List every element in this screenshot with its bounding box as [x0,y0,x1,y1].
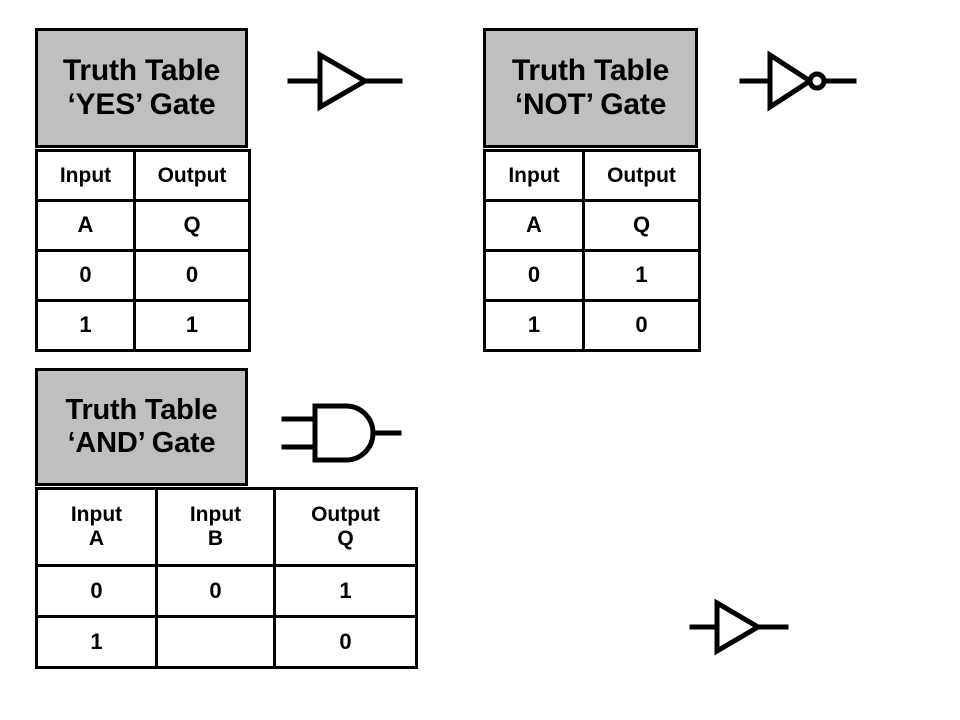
column-header-input-b-signal: B [207,527,224,550]
table-row-header: Input Output [483,149,701,202]
cell-output-q: 0 [273,615,418,669]
signal-label-q: Q [582,199,701,252]
truth-table-not-title: Truth Table ‘NOT’ Gate [483,28,698,148]
cell-output-q: 1 [582,249,701,302]
table-row-signals: A Q [483,199,701,252]
cell-input-a: 0 [35,564,158,618]
signal-label-a: A [35,199,136,252]
signal-label-a: A [483,199,585,252]
truth-table-not-title-line1: Truth Table [511,53,670,87]
truth-table-and-title-line2: ‘AND’ Gate [67,427,216,459]
truth-table-yes-title-line2: ‘YES’ Gate [67,88,216,121]
signal-label-q: Q [133,199,251,252]
truth-table-and-title-line1: Truth Table [65,393,218,426]
column-header-input-a-label: Input [70,503,123,527]
truth-table-and-grid: Input A Input B Output Q 0 0 1 [35,487,418,669]
column-header-output-q-signal: Q [337,527,354,550]
cell-input-b: 0 [155,564,276,618]
cell-input-a: 1 [483,299,585,352]
table-row: 0 1 [483,249,701,302]
column-header-output-q: Output [582,149,701,202]
column-header-input-b: Input B [155,487,276,567]
truth-table-not-grid: Input Output A Q 0 1 1 0 [483,149,701,352]
buffer-gate-symbol [287,50,406,112]
cell-output-q: 0 [133,249,251,302]
cell-output-q: 1 [273,564,418,618]
table-row: 1 0 [35,615,418,669]
table-row-signals: A Q [35,199,251,252]
column-header-input-a: Input A [35,487,158,567]
and-gate-symbol [281,402,402,464]
truth-table-and-title: Truth Table ‘AND’ Gate [35,368,248,486]
column-header-input-a-signal: A [88,527,105,550]
table-row: 0 0 1 [35,564,418,618]
cell-input-a: 1 [35,615,158,669]
column-header-output-q: Output [133,149,251,202]
cell-input-a: 0 [35,249,136,302]
table-row: 1 1 [35,299,251,352]
table-row: 0 0 [35,249,251,302]
truth-table-yes-title-line1: Truth Table [62,53,221,87]
cell-input-a: 1 [35,299,136,352]
column-header-output-q: Output Q [273,487,418,567]
table-row: 1 0 [483,299,701,352]
column-header-input-a: Input [35,149,136,202]
column-header-input-b-label: Input [189,503,242,527]
not-gate-symbol [739,50,862,112]
cell-output-q: 1 [133,299,251,352]
buffer-gate-symbol [689,598,790,656]
truth-table-yes-grid: Input Output A Q 0 0 1 1 [35,149,251,352]
column-header-output-q-label: Output [311,503,380,527]
cell-input-a: 0 [483,249,585,302]
column-header-input-a: Input [483,149,585,202]
cell-input-b [155,615,276,669]
table-row-header: Input Output [35,149,251,202]
cell-output-q: 0 [582,299,701,352]
truth-table-yes-title: Truth Table ‘YES’ Gate [35,28,248,148]
truth-table-not-title-line2: ‘NOT’ Gate [514,88,667,121]
table-row-header: Input A Input B Output Q [35,487,418,567]
